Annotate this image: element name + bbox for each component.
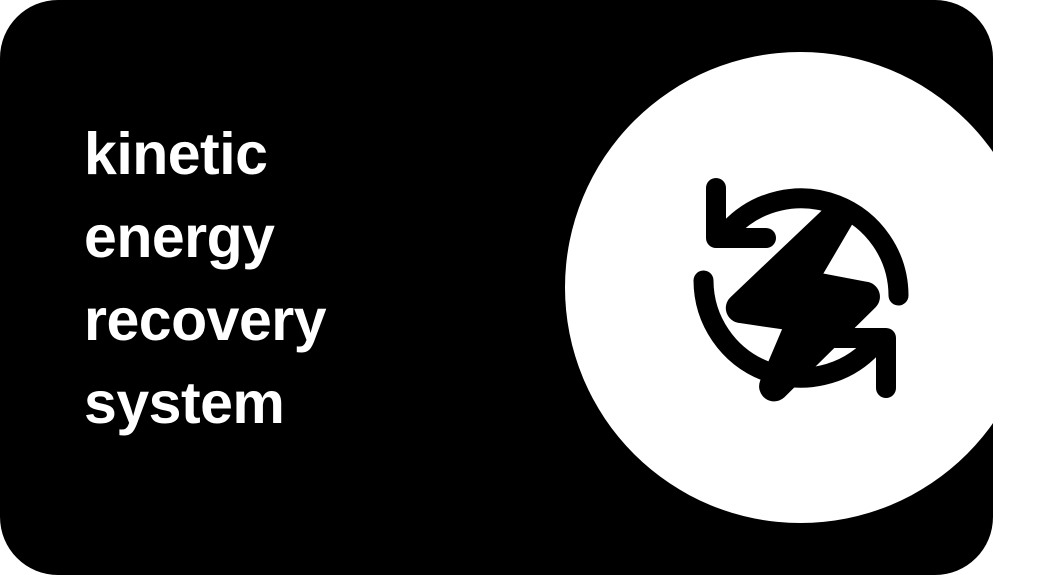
arrowhead-upper-left xyxy=(705,177,776,248)
arrowhead-lower-right xyxy=(825,327,896,398)
energy-recycle-badge xyxy=(565,52,1036,523)
energy-recycle-icon xyxy=(693,177,908,401)
page-title: kinetic energy recovery system xyxy=(84,121,327,436)
lightning-bolt xyxy=(725,198,880,401)
